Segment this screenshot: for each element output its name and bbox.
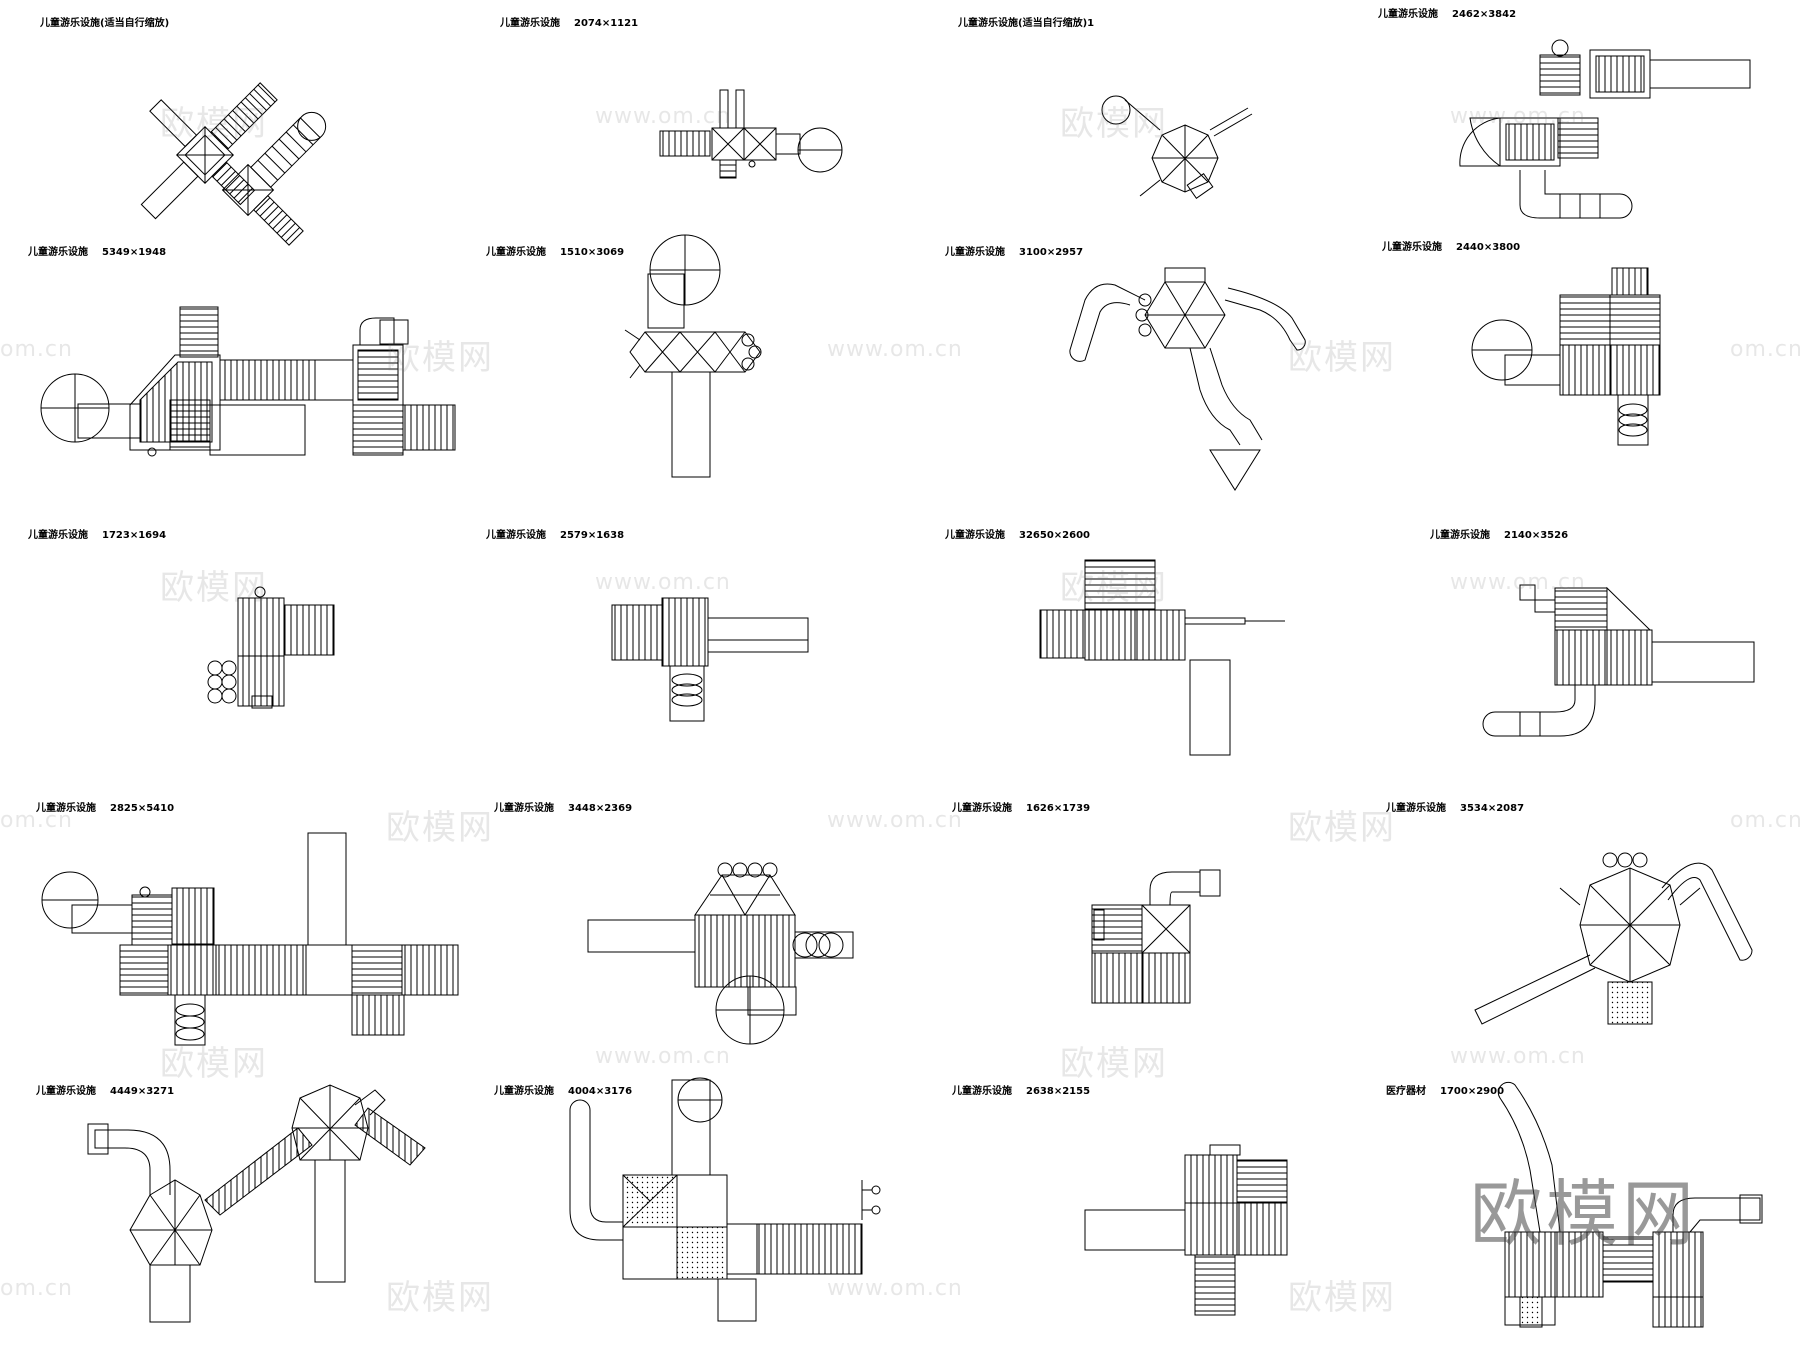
plan-9 — [208, 587, 334, 708]
panel-dimensions: 3448×2369 — [568, 803, 633, 814]
panel-label: 儿童游乐设施 — [952, 803, 1012, 814]
panel-label: 儿童游乐设施 — [486, 530, 546, 541]
panel-dimensions: 1510×3069 — [560, 247, 625, 258]
plan-8 — [1472, 268, 1660, 445]
panel-label: 儿童游乐设施 — [1382, 242, 1442, 253]
panel-dimensions: 4449×3271 — [110, 1086, 175, 1097]
panel-dimensions: 32650×2600 — [1019, 530, 1091, 541]
panel-label: 儿童游乐设施 — [36, 803, 96, 814]
plan-12 — [1483, 585, 1754, 736]
panel-label: 儿童游乐设施 — [1378, 9, 1438, 20]
panel-label: 儿童游乐设施 — [1386, 803, 1446, 814]
panel-label: 儿童游乐设施(适当自行缩放)1 — [958, 18, 1095, 29]
panel-caption: 儿童游乐设施 1510×3069 — [486, 243, 624, 258]
panel-dimensions: 2074×1121 — [574, 18, 639, 29]
plan-14 — [588, 863, 853, 1044]
panel-label: 儿童游乐设施 — [28, 530, 88, 541]
panel-label: 儿童游乐设施 — [945, 247, 1005, 258]
plan-5 — [41, 307, 455, 456]
plan-10 — [612, 598, 808, 721]
plan-4 — [1460, 40, 1750, 218]
panel-caption: 儿童游乐设施 2638×2155 — [952, 1082, 1090, 1097]
panel-label: 儿童游乐设施 — [486, 247, 546, 258]
panel-caption: 儿童游乐设施 1626×1739 — [952, 799, 1090, 814]
panel-label: 儿童游乐设施 — [494, 803, 554, 814]
plan-6 — [625, 235, 761, 477]
panel-caption: 儿童游乐设施 5349×1948 — [28, 243, 166, 258]
panel-dimensions: 2440×3800 — [1456, 242, 1521, 253]
plan-18 — [570, 1078, 880, 1321]
panel-dimensions: 5349×1948 — [102, 247, 167, 258]
panel-caption: 儿童游乐设施 2825×5410 — [36, 799, 174, 814]
panel-dimensions: 2638×2155 — [1026, 1086, 1091, 1097]
panel-label: 儿童游乐设施 — [28, 247, 88, 258]
plan-3 — [1102, 96, 1252, 198]
panel-label: 儿童游乐设施 — [1430, 530, 1490, 541]
panel-label: 儿童游乐设施(适当自行缩放) — [40, 18, 170, 29]
panel-dimensions: 1626×1739 — [1026, 803, 1091, 814]
panel-caption: 儿童游乐设施 3100×2957 — [945, 243, 1083, 258]
panel-label: 儿童游乐设施 — [952, 1086, 1012, 1097]
panel-caption: 医疗器材 1700×2900 — [1386, 1082, 1504, 1097]
plan-1 — [99, 42, 370, 254]
panel-caption: 儿童游乐设施 2579×1638 — [486, 526, 624, 541]
panel-caption: 儿童游乐设施 2140×3526 — [1430, 526, 1568, 541]
panel-caption: 儿童游乐设施 4004×3176 — [494, 1082, 632, 1097]
plan-7 — [1070, 268, 1305, 490]
panel-caption: 儿童游乐设施 4449×3271 — [36, 1082, 174, 1097]
panel-caption: 儿童游乐设施 3534×2087 — [1386, 799, 1524, 814]
plan-11 — [1040, 560, 1285, 755]
panel-caption: 儿童游乐设施 2440×3800 — [1382, 238, 1520, 253]
panel-caption: 儿童游乐设施(适当自行缩放) — [40, 14, 183, 29]
panel-dimensions: 2825×5410 — [110, 803, 175, 814]
plan-16 — [1475, 853, 1752, 1024]
plan-19 — [1085, 1145, 1287, 1315]
panel-label: 儿童游乐设施 — [500, 18, 560, 29]
panel-caption: 儿童游乐设施(适当自行缩放)1 — [958, 14, 1108, 29]
panel-dimensions: 1723×1694 — [102, 530, 167, 541]
plan-20 — [1498, 1082, 1762, 1327]
panel-label: 儿童游乐设施 — [36, 1086, 96, 1097]
plan-15 — [1092, 870, 1220, 1003]
panel-dimensions: 3534×2087 — [1460, 803, 1525, 814]
panel-caption: 儿童游乐设施 32650×2600 — [945, 526, 1090, 541]
panel-label: 儿童游乐设施 — [494, 1086, 554, 1097]
panel-caption: 儿童游乐设施 2462×3842 — [1378, 5, 1516, 20]
panel-label: 医疗器材 — [1386, 1086, 1426, 1097]
panel-dimensions: 1700×2900 — [1440, 1086, 1505, 1097]
panel-caption: 儿童游乐设施 1723×1694 — [28, 526, 166, 541]
panel-dimensions: 2462×3842 — [1452, 9, 1517, 20]
panel-dimensions: 2140×3526 — [1504, 530, 1569, 541]
plan-2 — [660, 90, 842, 178]
panel-caption: 儿童游乐设施 3448×2369 — [494, 799, 632, 814]
panel-dimensions: 3100×2957 — [1019, 247, 1084, 258]
panel-dimensions: 4004×3176 — [568, 1086, 633, 1097]
panel-label: 儿童游乐设施 — [945, 530, 1005, 541]
panel-dimensions: 2579×1638 — [560, 530, 625, 541]
plan-17 — [88, 1085, 425, 1322]
plan-13 — [42, 833, 458, 1045]
panel-caption: 儿童游乐设施 2074×1121 — [500, 14, 638, 29]
